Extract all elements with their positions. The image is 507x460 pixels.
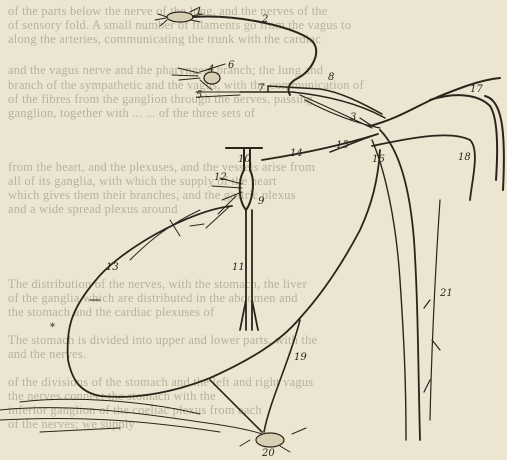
label-2: 2 — [261, 14, 268, 25]
label-12: 12 — [214, 172, 227, 183]
label-1: 1 — [196, 6, 202, 17]
label-18: 18 — [458, 152, 471, 163]
label-16: 16 — [372, 154, 385, 165]
label-14: 14 — [290, 148, 303, 159]
label-20: 20 — [261, 448, 275, 459]
label-11: 11 — [232, 262, 245, 273]
label-asterisk: * — [50, 322, 55, 333]
label-21: 21 — [439, 288, 453, 299]
label-9: 9 — [258, 196, 265, 207]
label-6: 6 — [228, 60, 235, 71]
label-8: 8 — [328, 72, 334, 83]
label-17: 17 — [470, 84, 483, 95]
nerve-9-ganglion — [240, 170, 253, 210]
label-5: 5 — [196, 90, 202, 101]
ganglion-12-filaments — [206, 178, 242, 228]
label-13: 13 — [106, 262, 119, 273]
label-19: 19 — [294, 352, 307, 363]
label-4: 4 — [207, 64, 214, 75]
label-3: 3 — [350, 112, 356, 123]
nerve-14 — [262, 134, 378, 160]
label-15: 15 — [336, 140, 349, 151]
ganglion-20 — [0, 399, 306, 452]
label-7: 7 — [258, 83, 265, 94]
nerve-21 — [424, 200, 440, 420]
label-10: 10 — [238, 154, 251, 165]
nerve-19 — [210, 320, 300, 432]
